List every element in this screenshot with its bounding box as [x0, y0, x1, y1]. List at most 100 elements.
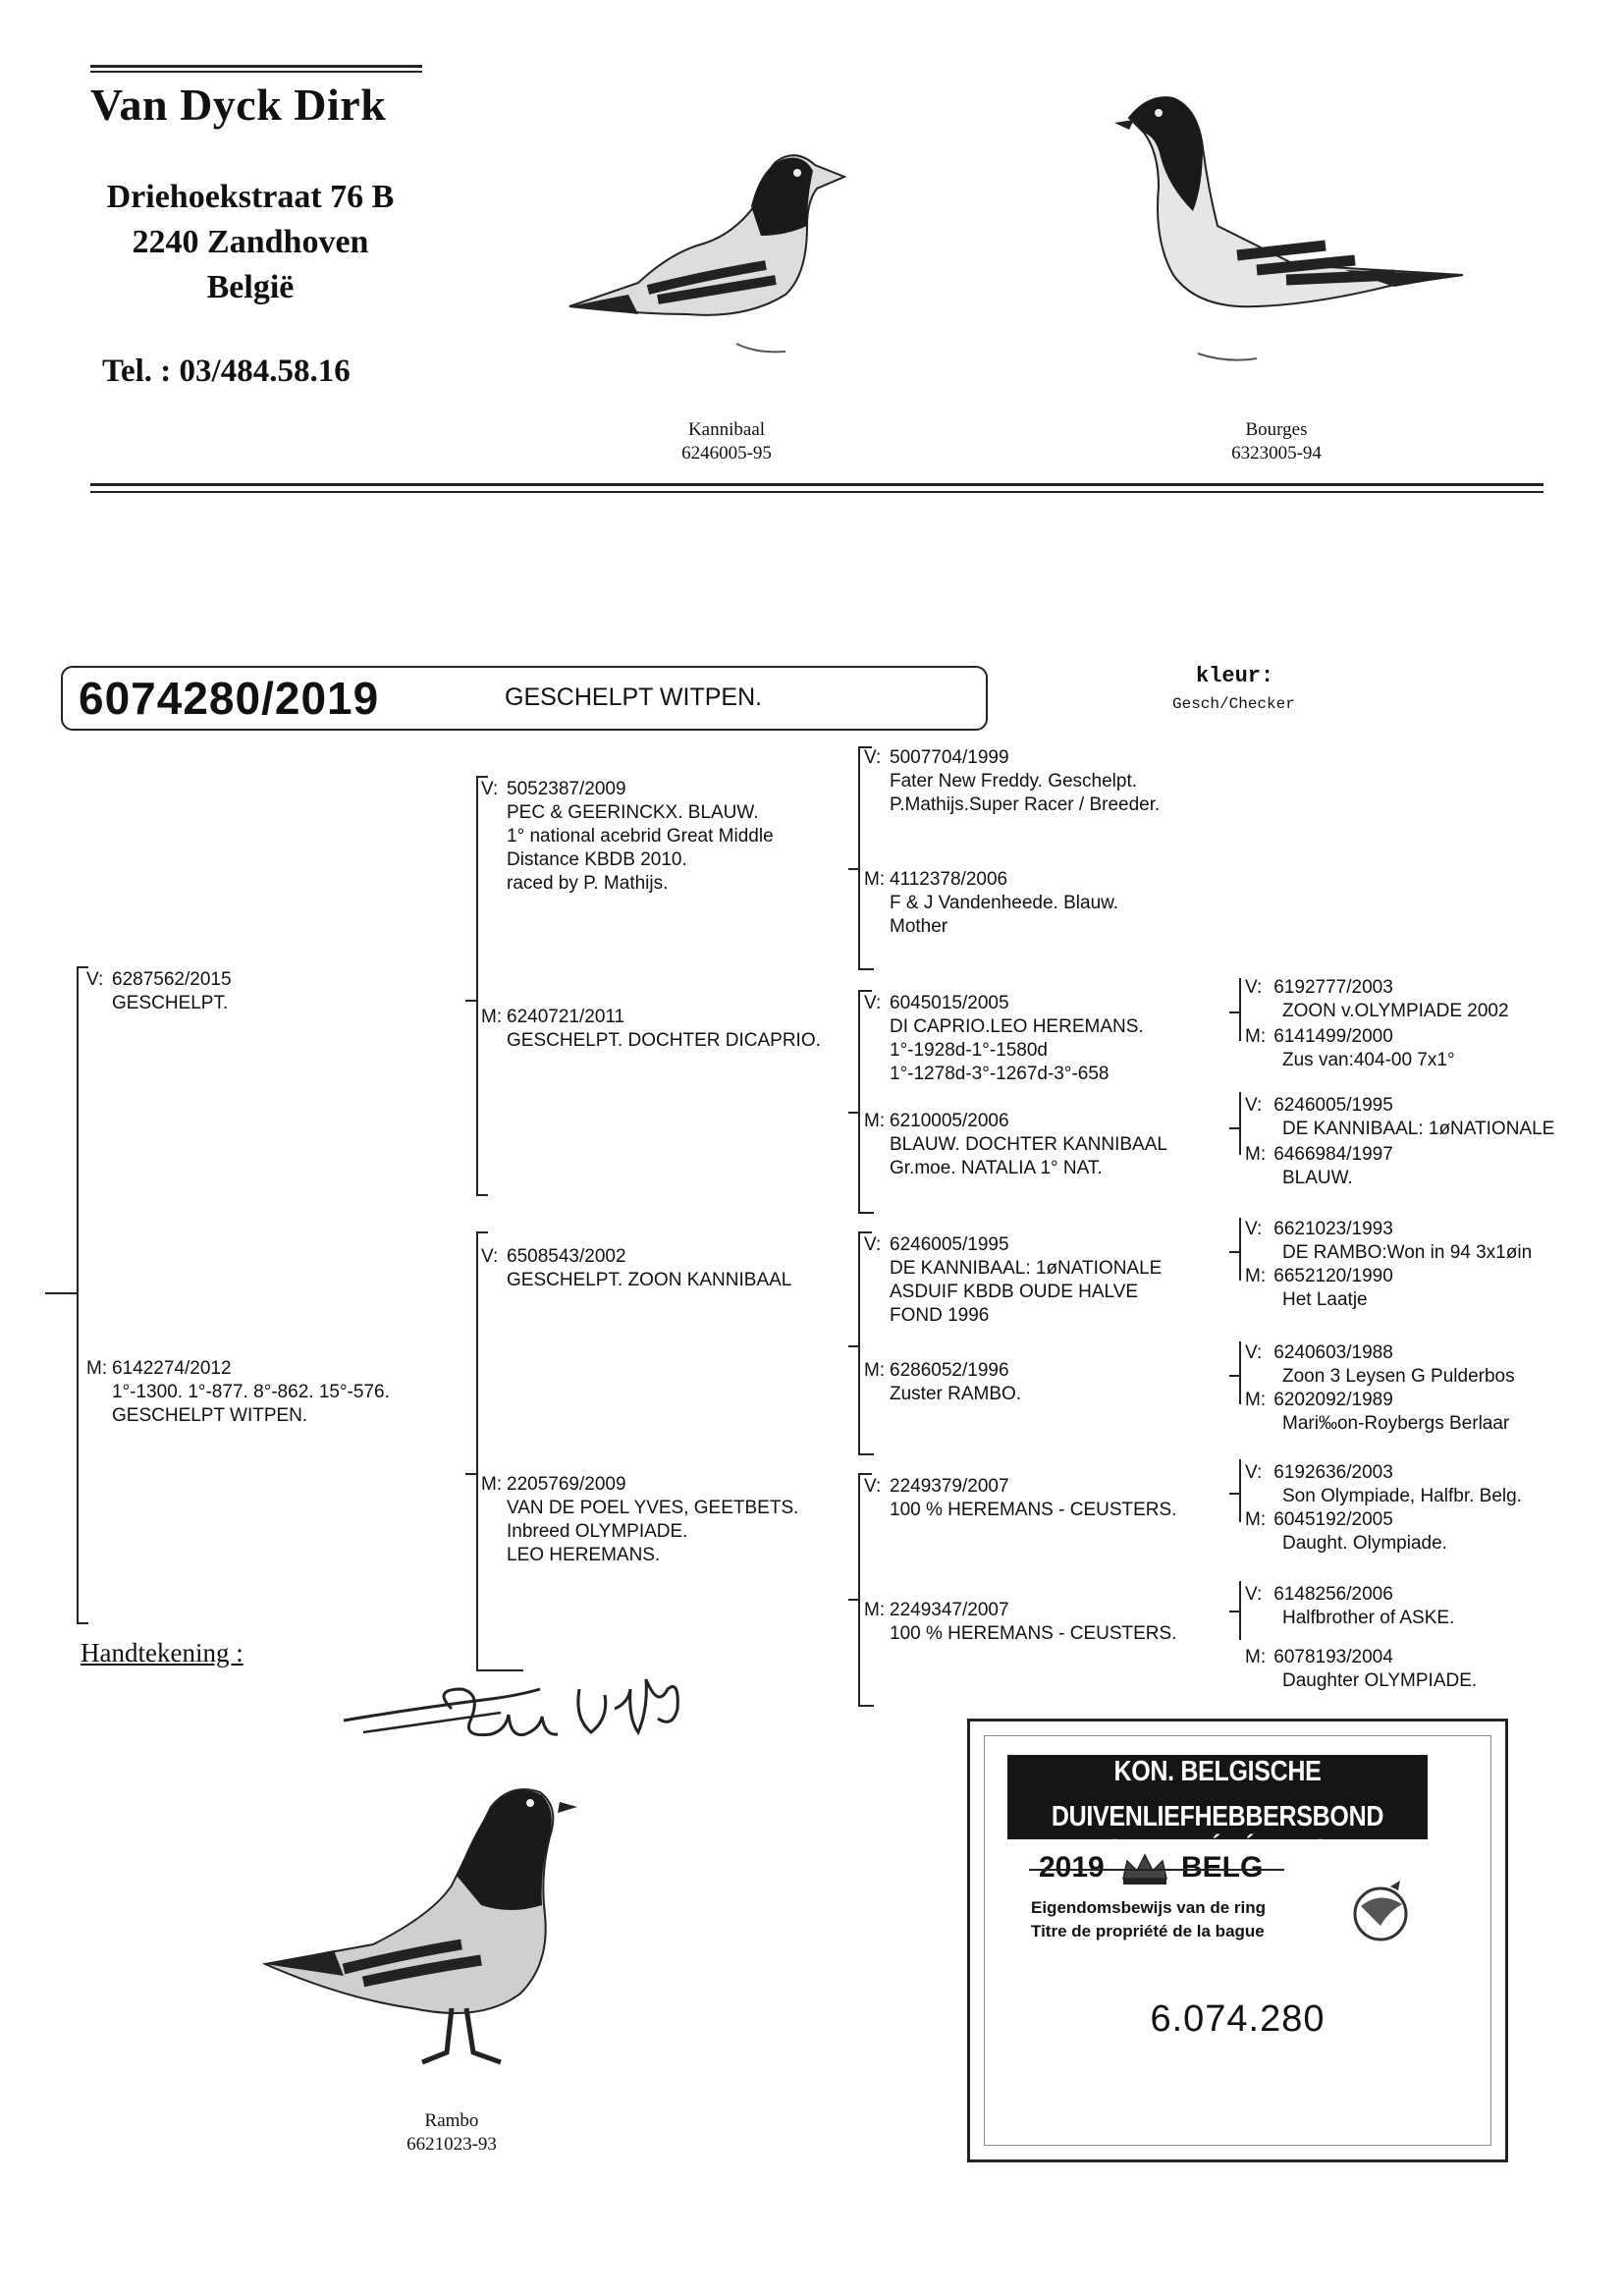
entry-ring: 6466984/1997 [1273, 1144, 1393, 1165]
bracket-line [1229, 1127, 1239, 1129]
entry-line: Inbreed OLYMPIADE. [507, 1521, 688, 1542]
entry-ring: 6621023/1993 [1273, 1219, 1393, 1239]
header-bottom-rule-2 [90, 491, 1543, 493]
photo-name: Bourges [1245, 419, 1308, 440]
bracket-line [848, 868, 858, 870]
gen4-entry: V: 6621023/1993 DE RAMBO:Won in 94 3x1øi… [1245, 1218, 1532, 1265]
entry-prefix: M: [864, 1111, 886, 1131]
entry-prefix: M: [864, 1360, 886, 1381]
entry-ring: 6286052/1996 [890, 1360, 1009, 1381]
entry-prefix: V: [1245, 1342, 1263, 1363]
entry-prefix: M: [481, 1474, 503, 1495]
gen3-entry: V:5007704/1999 Fater New Freddy. Geschel… [864, 746, 1160, 817]
bracket-line [77, 1622, 88, 1624]
entry-line: GESCHELPT WITPEN. [112, 1405, 308, 1426]
dam-dam-entry: M:2205769/2009 VAN DE POEL YVES, GEETBET… [481, 1473, 798, 1567]
entry-line: Gr.moe. NATALIA 1° NAT. [890, 1158, 1103, 1178]
entry-line: BLAUW. [1282, 1168, 1353, 1188]
bracket-line [476, 1194, 488, 1196]
bracket-line [1239, 1459, 1241, 1522]
photo-ring: 6621023-93 [406, 2134, 497, 2155]
entry-ring: 6240603/1988 [1273, 1342, 1393, 1363]
entry-ring: 5007704/1999 [890, 747, 1009, 768]
entry-ring: 6652120/1990 [1273, 1266, 1393, 1286]
entry-line: Daughter OLYMPIADE. [1282, 1670, 1478, 1691]
gen3-entry: M:6286052/1996 Zuster RAMBO. [864, 1359, 1021, 1406]
bracket-line [77, 966, 88, 968]
gen4-entry: V: 6240603/1988 Zoon 3 Leysen G Pulderbo… [1245, 1341, 1515, 1389]
entry-ring: 6078193/2004 [1273, 1647, 1393, 1667]
entry-prefix: M: [1245, 1390, 1267, 1410]
photo-name: Rambo [424, 2110, 479, 2131]
address-street: Driehoekstraat 76 B [106, 179, 395, 215]
bracket-line [1229, 1493, 1239, 1495]
bracket-line [848, 1599, 858, 1601]
bracket-line [858, 1231, 872, 1233]
entry-line: raced by P. Mathijs. [507, 873, 669, 894]
gen4-entry: M: 6202092/1989 Mari‰on-Roybergs Berlaar [1245, 1389, 1509, 1436]
entry-ring: 6045192/2005 [1273, 1509, 1393, 1530]
bracket-line [77, 966, 79, 1622]
entry-line: VAN DE POEL YVES, GEETBETS. [507, 1498, 799, 1518]
entry-prefix: M: [1245, 1026, 1267, 1047]
entry-line: Distance KBDB 2010. [507, 849, 687, 870]
entry-prefix: M: [1245, 1509, 1267, 1530]
entry-line: 1°-1300. 1°-877. 8°-862. 15°-576. [112, 1382, 390, 1402]
bracket-line [476, 1231, 478, 1669]
entry-ring: 6142274/2012 [112, 1358, 232, 1379]
photo-ring: 6246005-95 [681, 443, 772, 464]
certificate-ring-number: 6.074.280 [1150, 1998, 1326, 2040]
entry-line: Son Olympiade, Halfbr. Belg. [1282, 1486, 1522, 1506]
bracket-line [1239, 1341, 1241, 1404]
entry-line: BLAUW. DOCHTER KANNIBAAL [890, 1134, 1167, 1155]
entry-prefix: V: [864, 747, 882, 768]
entry-line: GESCHELPT. ZOON KANNIBAAL [507, 1270, 792, 1290]
entry-prefix: V: [1245, 1219, 1263, 1239]
photo-caption-bourges: Bourges 6323005-94 [1178, 418, 1375, 465]
entry-prefix: V: [481, 1246, 499, 1267]
gen3-entry: M:4112378/2006 F & J Vandenheede. Blauw.… [864, 868, 1118, 939]
sire-dam-entry: M:6240721/2011 GESCHELPT. DOCHTER DICAPR… [481, 1006, 821, 1053]
entry-ring: 4112378/2006 [890, 869, 1008, 890]
gen4-entry: V: 6246005/1995 DE KANNIBAAL: 1øNATIONAL… [1245, 1094, 1554, 1141]
bracket-line [858, 1473, 872, 1475]
entry-ring: 6240721/2011 [507, 1007, 625, 1027]
breeder-name: Van Dyck Dirk [90, 80, 387, 130]
bracket-line [858, 990, 872, 992]
entry-line: Het Laatje [1282, 1289, 1368, 1310]
entry-prefix: V: [1245, 1095, 1263, 1116]
gen3-entry: V:6045015/2005 DI CAPRIO.LEO HEREMANS. 1… [864, 992, 1144, 1086]
sire-sire-entry: V:5052387/2009 PEC & GEERINCKX. BLAUW. 1… [481, 778, 774, 896]
bracket-line [465, 1000, 477, 1002]
entry-prefix: M: [481, 1007, 503, 1027]
entry-prefix: V: [86, 969, 104, 990]
signature-label: Handtekening : [81, 1638, 244, 1667]
bracket-line [465, 1473, 477, 1475]
entry-prefix: V: [1245, 977, 1263, 998]
entry-line: Zuster RAMBO. [890, 1384, 1022, 1404]
entry-line: Halfbrother of ASKE. [1282, 1608, 1455, 1628]
photo-name: Kannibaal [687, 419, 766, 440]
entry-prefix: M: [1245, 1266, 1267, 1286]
bracket-line [1229, 1011, 1239, 1013]
entry-ring: 2205769/2009 [507, 1474, 626, 1495]
federation-name-fr: ROYALE FÉDÉRATION COLOMBOPHILE BELGE [1074, 1833, 1361, 1912]
entry-prefix: V: [1245, 1462, 1263, 1483]
certificate-text-fr: Titre de propriété de la bague [1031, 1922, 1265, 1940]
ring-certificate: KON. BELGISCHE DUIVENLIEFHEBBERSBOND ROY… [967, 1719, 1508, 2162]
entry-line: ZOON v.OLYMPIADE 2002 [1282, 1001, 1509, 1021]
entry-prefix: V: [481, 779, 499, 799]
entry-line: F & J Vandenheede. Blauw. [890, 893, 1119, 913]
dam-entry: M:6142274/2012 1°-1300. 1°-877. 8°-862. … [86, 1357, 390, 1428]
gen3-entry: V:6246005/1995 DE KANNIBAAL: 1øNATIONALE… [864, 1233, 1162, 1328]
gen4-entry: V: 6192777/2003 ZOON v.OLYMPIADE 2002 [1245, 976, 1509, 1023]
header-top-rule [90, 65, 422, 68]
entry-ring: 6246005/1995 [1273, 1095, 1393, 1116]
federation-logo-icon [1353, 1881, 1408, 1941]
pigeon-photo-rambo [261, 1788, 577, 2065]
gen4-entry: M: 6466984/1997 BLAUW. [1245, 1143, 1393, 1190]
bracket-line [45, 1292, 77, 1294]
entry-line: GESCHELPT. [112, 993, 229, 1013]
bracket-line [858, 1705, 874, 1707]
photo-ring: 6323005-94 [1231, 443, 1322, 464]
